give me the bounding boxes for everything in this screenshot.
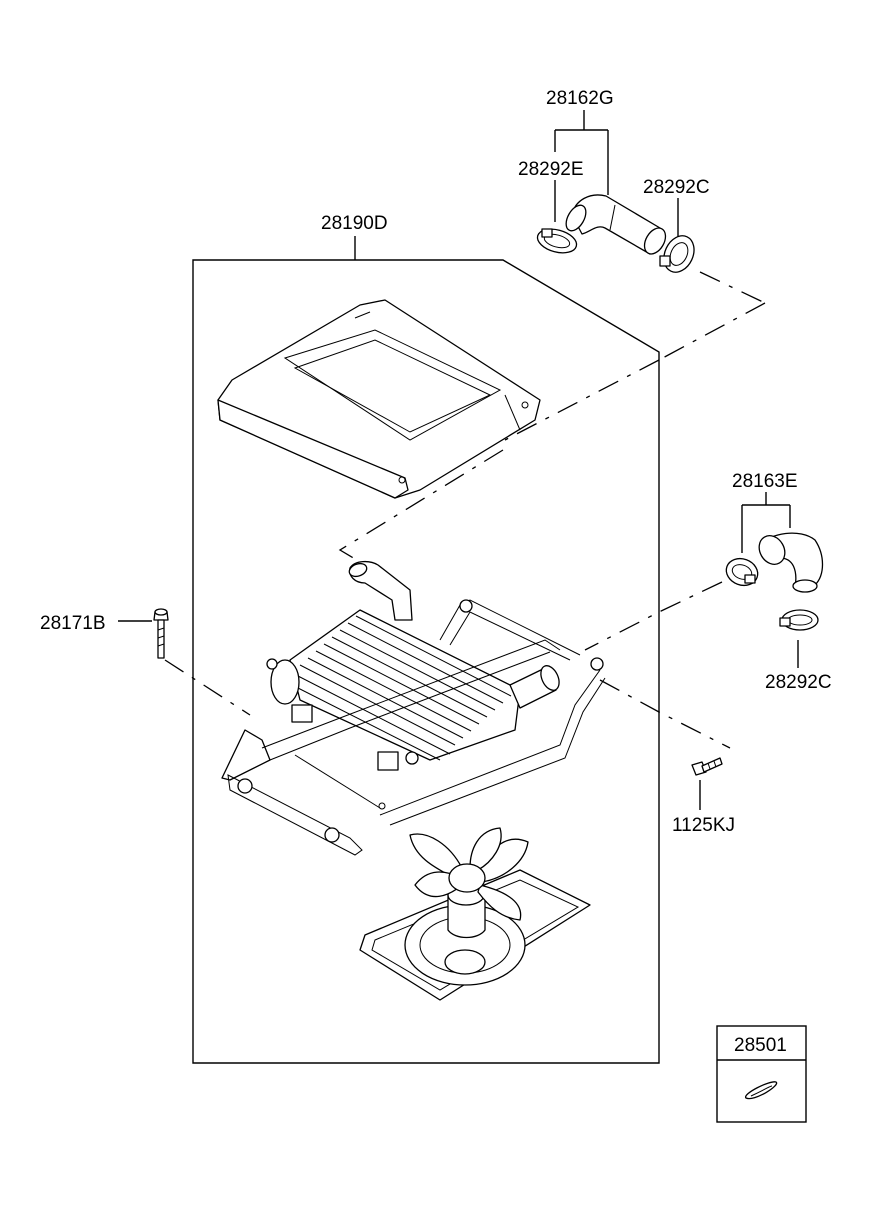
right-lower-clamp[interactable] — [779, 609, 819, 631]
right-upper-clamp[interactable] — [723, 554, 762, 589]
label-28292E[interactable]: 28292E — [518, 159, 584, 180]
leader-lines — [118, 110, 799, 810]
label-28171B[interactable]: 28171B — [40, 613, 106, 634]
mounting-frame[interactable] — [221, 599, 606, 856]
legend-box: 28501 — [716, 1025, 807, 1123]
cooler-cover[interactable] — [217, 299, 541, 499]
label-1125KJ[interactable]: 1125KJ — [672, 815, 735, 836]
legend-label-28501[interactable]: 28501 — [734, 1035, 787, 1056]
upper-left-clamp[interactable] — [535, 225, 579, 257]
label-28190D[interactable]: 28190D — [321, 213, 388, 234]
label-28163E[interactable]: 28163E — [732, 471, 798, 492]
upper-right-clamp[interactable] — [658, 231, 699, 277]
right-hose[interactable] — [754, 531, 824, 593]
bolt-1125KJ[interactable] — [691, 757, 723, 776]
label-28292C-upper[interactable]: 28292C — [643, 177, 710, 198]
oil-cooler-core[interactable] — [266, 560, 563, 771]
oring-icon — [745, 1081, 778, 1100]
label-28162G[interactable]: 28162G — [546, 88, 614, 109]
cooling-fan[interactable] — [359, 827, 591, 1001]
label-28292C-lower[interactable]: 28292C — [765, 672, 832, 693]
bolt-28171B[interactable] — [153, 608, 169, 659]
assembly-dash-lines — [164, 271, 766, 749]
assembly-outline — [192, 259, 660, 1064]
upper-hose[interactable] — [562, 194, 670, 258]
